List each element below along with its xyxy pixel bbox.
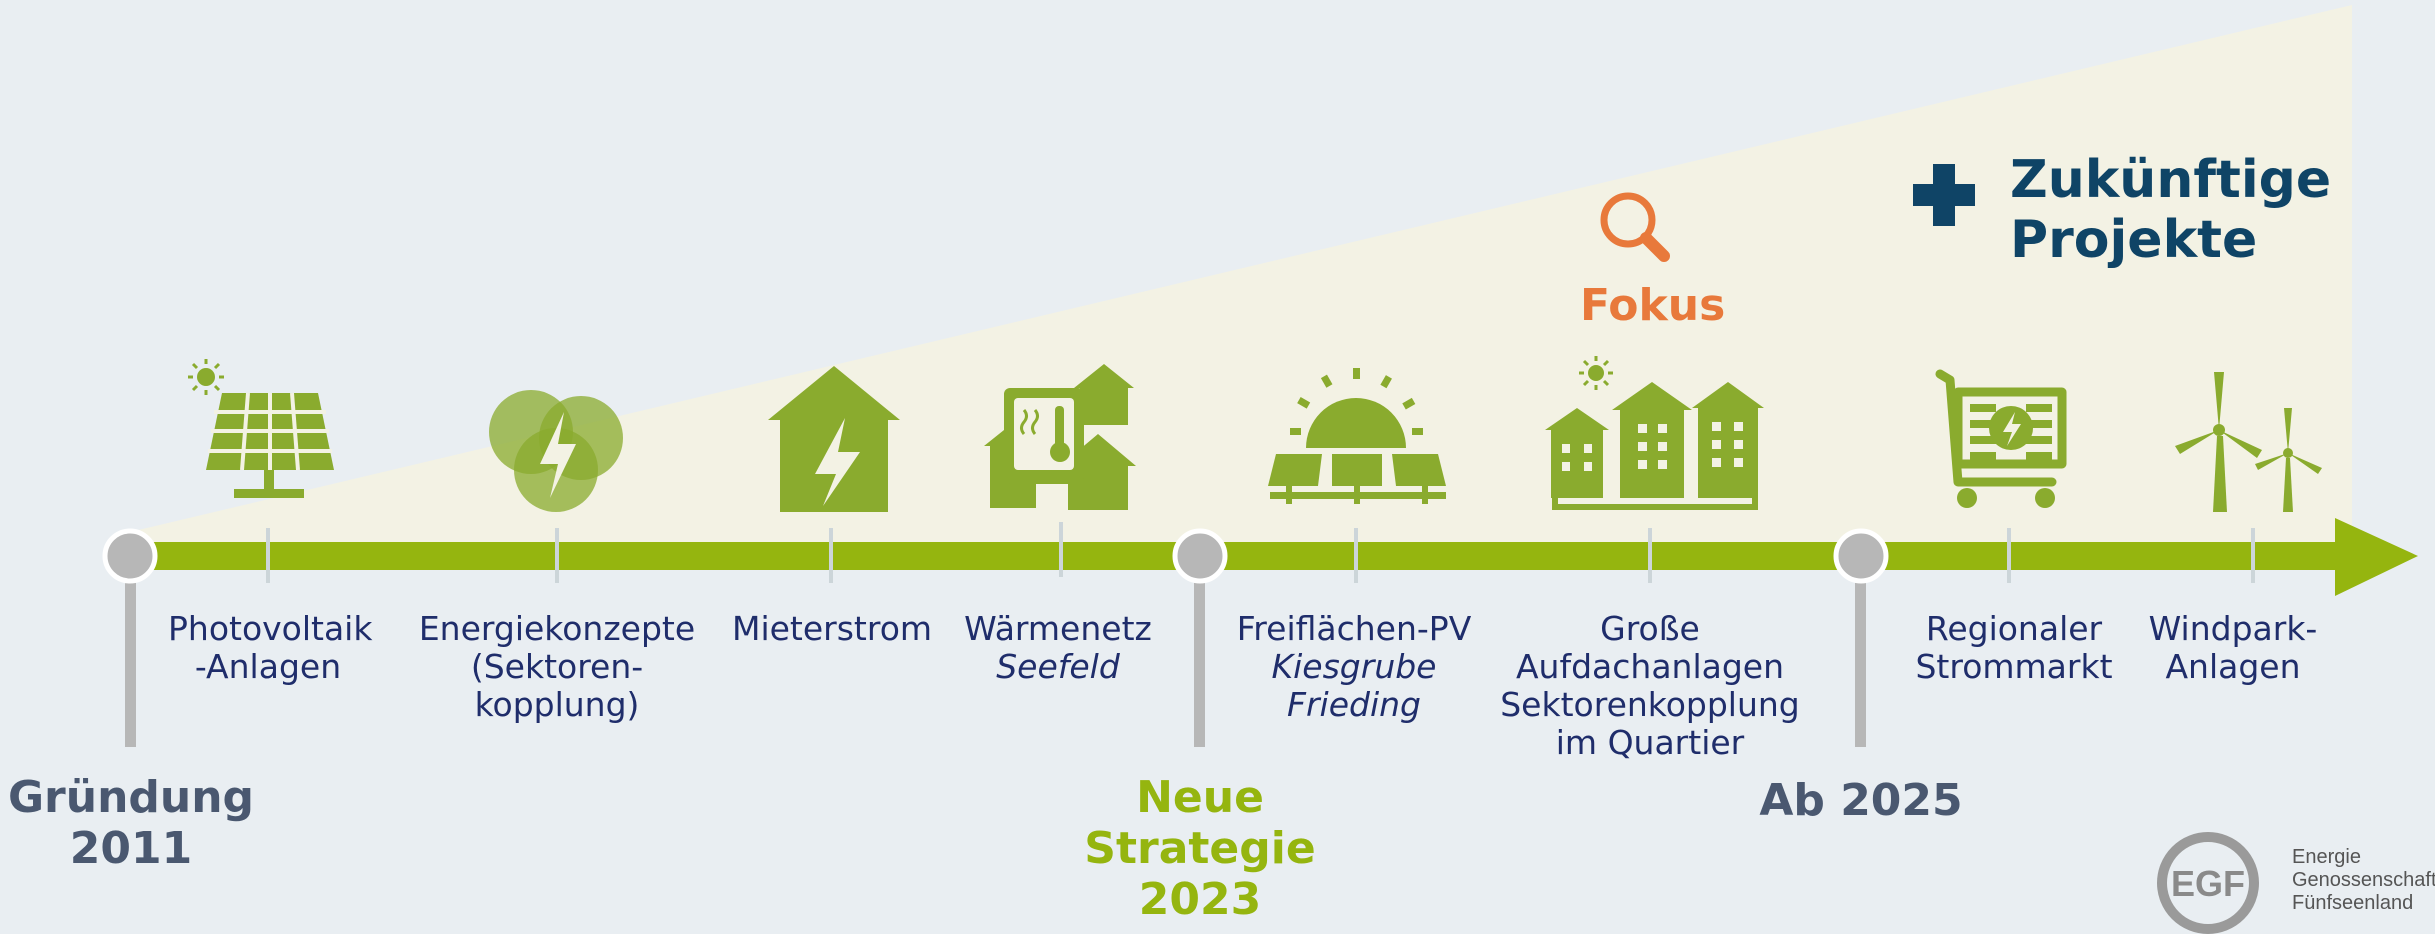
future-pole: [1855, 555, 1866, 747]
house-lightning-icon: [768, 366, 900, 512]
project-label-photovoltaik: Photovoltaik-Anlagen: [168, 609, 373, 686]
strategy-pole: [1194, 555, 1205, 747]
shopping-cart-icon: [1935, 369, 2067, 508]
strategy-dot: [1172, 528, 1228, 584]
solar-panel-icon: [188, 359, 334, 498]
apartment-windows: [1562, 422, 1743, 471]
egf-logo-text: EGF: [2171, 863, 2245, 904]
timeline-arrow-bar: [130, 542, 2340, 570]
solar-panel-grid: [208, 392, 332, 471]
plus-icon: [1913, 164, 1975, 226]
project-label-windpark: Windpark-Anlagen: [2148, 609, 2318, 686]
project-label-energiekonzepte: Energiekonzepte(Sektoren-kopplung): [418, 609, 696, 724]
future-projects-title: Zukünftige Projekte: [2010, 150, 2332, 270]
magnifier-icon: [1600, 192, 1670, 262]
fokus-label: Fokus: [1580, 280, 1726, 331]
milestone-ab-2025: Ab 2025: [1759, 775, 1963, 826]
timeline-arrow-head: [2335, 518, 2418, 596]
start-pole: [125, 555, 136, 747]
timeline-ticks: [266, 522, 2255, 583]
heat-network-icon: [984, 364, 1136, 510]
apartment-buildings-icon: [1545, 356, 1764, 510]
wind-turbines-icon: [2175, 372, 2322, 512]
project-label-mieterstrom: Mieterstrom: [731, 609, 933, 648]
growth-wedge: [130, 5, 2352, 560]
future-dot: [1833, 528, 1889, 584]
sector-coupling-icon: [489, 390, 623, 512]
solar-field-icon: [1268, 368, 1446, 504]
egf-logo-mark: EGF: [2157, 832, 2259, 934]
start-dot: [102, 528, 158, 584]
